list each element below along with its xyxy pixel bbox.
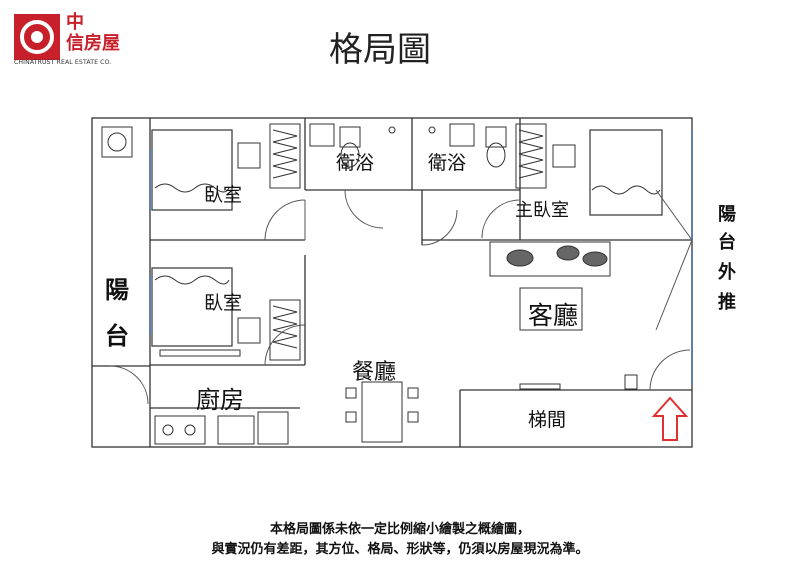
stove	[154, 415, 206, 445]
sofa	[489, 241, 611, 277]
room-label-bathroom-right: 衛浴	[428, 152, 467, 174]
sink	[217, 415, 255, 445]
logo-name: 中 信房屋	[66, 12, 120, 54]
room-label-living: 客廳	[528, 301, 579, 330]
door	[264, 199, 306, 241]
balcony-right-char-4: 推	[718, 292, 736, 313]
desk	[237, 142, 261, 169]
balcony-left-char-1: 陽	[105, 276, 129, 304]
room-label-bedroom-top: 臥室	[204, 184, 243, 206]
shower-icon	[388, 126, 396, 134]
logo-mark-icon	[14, 14, 60, 60]
toilet	[339, 126, 361, 148]
room-label-stairwell: 梯間	[528, 409, 567, 431]
room-label-bedroom-mid: 臥室	[204, 292, 243, 314]
company-logo: 中 信房屋 CHINATRUST REAL ESTATE CO.	[14, 12, 144, 70]
wardrobe	[269, 123, 301, 189]
logo-subtitle: CHINATRUST REAL ESTATE CO.	[14, 59, 112, 66]
entry-arrow-icon	[651, 396, 689, 441]
washer	[101, 126, 133, 158]
balcony-left-char-2: 台	[105, 322, 129, 350]
disclaimer-line-2: 與實況仍有差距，其方位、格局、形狀等，仍須以房屋現況為準。	[211, 542, 589, 557]
balcony-right-char-2: 台	[718, 232, 736, 253]
balcony-right-char-3: 外	[718, 262, 736, 283]
room-label-kitchen: 廚房	[196, 386, 244, 414]
bed	[151, 129, 233, 211]
balcony-right-char-1: 陽	[718, 204, 736, 225]
room-label-dining: 餐廳	[352, 360, 397, 385]
room-label-bathroom-left: 衛浴	[336, 152, 375, 174]
room-label-master-bedroom: 主臥室	[515, 200, 569, 221]
disclaimer-line-1: 本格局圖係未依一定比例縮小繪製之概繪圖，	[269, 522, 530, 537]
coffee-table	[519, 287, 583, 331]
dining-table	[361, 381, 403, 443]
page-title: 格局圖	[329, 30, 431, 70]
